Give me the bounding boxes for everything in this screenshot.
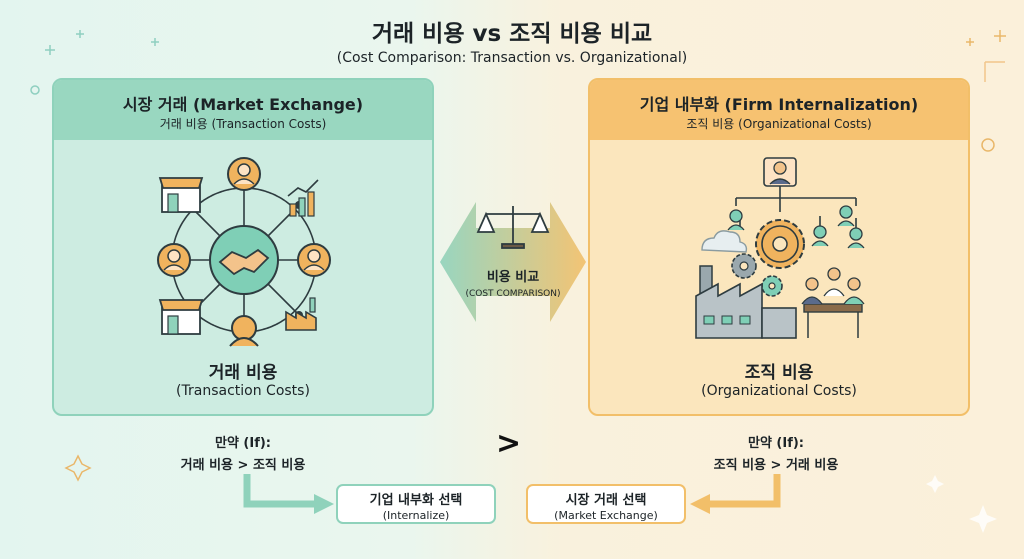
market-exchange-subtitle: 거래 비용 (Transaction Costs) [159, 117, 327, 131]
transaction-cost-sublabel: (Transaction Costs) [176, 383, 310, 399]
balance-scale-icon [476, 206, 550, 249]
handshake-icon [209, 225, 279, 295]
organizational-cost-label: 조직 비용 [744, 363, 814, 383]
right-condition-rule: 조직 비용 > 거래 비용 [713, 458, 839, 473]
left-condition: 만약 (If): 거래 비용 > 조직 비용 [113, 432, 373, 473]
storefront-icon [158, 177, 204, 213]
internalize-choice-subtitle: (Internalize) [382, 509, 450, 522]
market-exchange-choice-title: 시장 거래 선택 [565, 493, 647, 508]
gear-icon [755, 219, 805, 269]
gear-icon [761, 275, 783, 297]
right-condition-if: 만약 (If): [747, 436, 805, 451]
page-title: 거래 비용 vs 조직 비용 비교 [371, 21, 653, 47]
left-condition-if: 만약 (If): [214, 436, 272, 451]
employee-icon [727, 209, 745, 231]
employee-icon [811, 225, 829, 247]
market-exchange-choice-box: 시장 거래 선택 (Market Exchange) [526, 484, 686, 524]
factory-icon [285, 297, 317, 331]
cloud-icon [701, 230, 748, 253]
cost-comparison-label: 비용 비교 [486, 270, 540, 285]
gear-icon [731, 253, 757, 279]
team-meeting-icon [801, 267, 865, 338]
person-icon [227, 157, 261, 191]
market-exchange-choice-subtitle: (Market Exchange) [554, 509, 658, 522]
firm-internalization-subtitle: 조직 비용 (Organizational Costs) [686, 117, 872, 131]
cost-comparison-sublabel: (COST COMPARISON) [465, 289, 561, 299]
cost-comparison-arrow [440, 202, 586, 322]
employee-icon [837, 205, 855, 227]
market-exchange-header: 시장 거래 (Market Exchange) 거래 비용 (Transacti… [54, 80, 432, 140]
internalize-choice-box: 기업 내부화 선택 (Internalize) [336, 484, 496, 524]
storefront-icon [158, 299, 204, 335]
firm-organization-illustration [695, 157, 865, 339]
left-condition-rule: 거래 비용 > 조직 비용 [180, 458, 306, 473]
market-network-illustration [157, 157, 331, 347]
person-icon [229, 315, 259, 347]
employee-icon [847, 227, 865, 249]
organizational-cost-sublabel: (Organizational Costs) [701, 383, 857, 399]
internalize-choice-title: 기업 내부화 선택 [369, 493, 463, 508]
person-icon [157, 243, 191, 277]
firm-internalization-header: 기업 내부화 (Firm Internalization) 조직 비용 (Org… [590, 80, 968, 140]
transaction-cost-label: 거래 비용 [208, 363, 278, 383]
firm-internalization-title: 기업 내부화 (Firm Internalization) [639, 95, 919, 114]
right-flow-arrow [706, 474, 781, 508]
right-condition: 만약 (If): 조직 비용 > 거래 비용 [646, 432, 906, 473]
factory-icon [695, 265, 797, 339]
person-icon [297, 243, 331, 277]
page-subtitle: (Cost Comparison: Transaction vs. Organi… [336, 50, 688, 66]
left-flow-arrow [243, 474, 318, 508]
market-exchange-title: 시장 거래 (Market Exchange) [122, 95, 364, 114]
market-exchange-panel: 시장 거래 (Market Exchange) 거래 비용 (Transacti… [52, 78, 434, 416]
firm-internalization-panel: 기업 내부화 (Firm Internalization) 조직 비용 (Org… [588, 78, 970, 416]
manager-icon [763, 157, 797, 187]
comparison-greater-than: > [496, 426, 522, 461]
growth-chart-icon [287, 179, 319, 217]
